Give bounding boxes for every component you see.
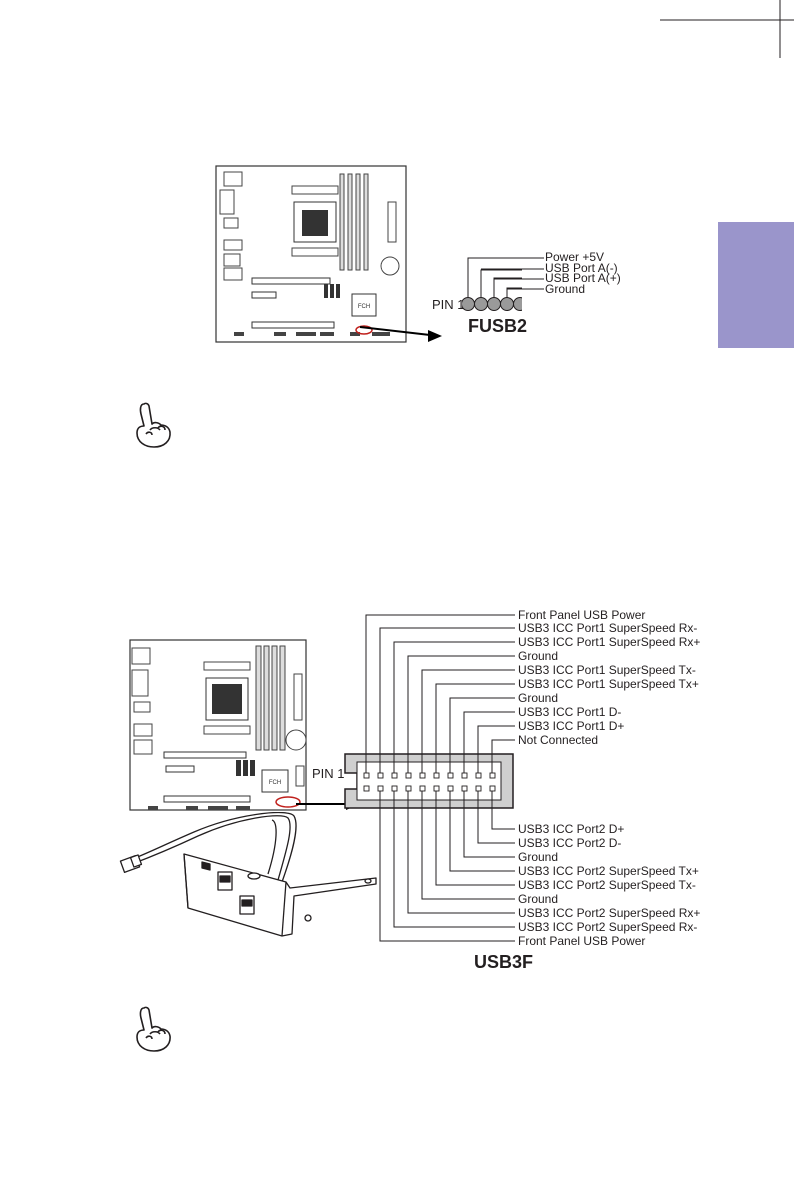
- fusb2-motherboard-diagram: FCH: [215, 165, 407, 343]
- usb3f-bottom-signal-7: USB3 ICC Port2 SuperSpeed Rx-: [518, 920, 698, 934]
- usb3f-bottom-signal-8: Front Panel USB Power: [518, 934, 646, 948]
- usb3f-top-signal-9: Not Connected: [518, 733, 599, 747]
- fusb2-signal-0: Power +5V: [545, 250, 605, 264]
- fusb2-pin-diagram: [462, 257, 522, 311]
- usb-front-panel-bracket-illustration: [119, 812, 377, 937]
- fusb2-leader-lines: [468, 257, 544, 290]
- usb3f-bottom-signal-2: Ground: [518, 850, 559, 864]
- usb3f-pin1-label: PIN 1: [312, 766, 345, 781]
- usb3f-top-signal-2: USB3 ICC Port1 SuperSpeed Rx+: [518, 635, 701, 649]
- fch-chip-label: FCH: [269, 780, 281, 786]
- usb3f-bottom-signal-5: Ground: [518, 892, 559, 906]
- pointing-hand-icon: [136, 402, 171, 448]
- usb3f-top-signal-4: USB3 ICC Port1 SuperSpeed Tx-: [518, 663, 696, 677]
- pointing-hand-icon: [136, 1006, 171, 1052]
- usb3f-top-signal-8: USB3 ICC Port1 D+: [518, 719, 625, 733]
- fusb2-signal-2: USB Port A(+): [545, 271, 621, 285]
- fusb2-title: FUSB2: [468, 316, 528, 336]
- crop-mark: [660, 0, 794, 58]
- fusb2-pin1-label: PIN 1: [432, 297, 465, 312]
- usb3f-motherboard-diagram: FCH: [129, 639, 307, 811]
- fch-chip-label: FCH: [358, 304, 370, 310]
- usb3f-top-signal-5: USB3 ICC Port1 SuperSpeed Tx+: [518, 677, 699, 691]
- chapter-side-tab: [718, 222, 794, 348]
- usb3f-top-signal-7: USB3 ICC Port1 D-: [518, 705, 622, 719]
- usb3f-top-signal-0: Front Panel USB Power: [518, 608, 646, 622]
- fusb2-signal-3: Ground: [545, 282, 586, 296]
- usb3f-bottom-signal-0: USB3 ICC Port2 D+: [518, 822, 625, 836]
- usb3f-title: USB3F: [474, 952, 534, 972]
- fusb2-signal-1: USB Port A(-): [545, 261, 618, 275]
- usb3f-bottom-signal-6: USB3 ICC Port2 SuperSpeed Rx+: [518, 906, 701, 920]
- usb3f-top-signal-3: Ground: [518, 649, 559, 663]
- usb3f-bottom-signal-1: USB3 ICC Port2 D-: [518, 836, 622, 850]
- usb3f-top-signal-6: Ground: [518, 691, 559, 705]
- fusb2-arrow: [360, 326, 442, 342]
- usb3f-top-signal-1: USB3 ICC Port1 SuperSpeed Rx-: [518, 621, 698, 635]
- usb3f-bottom-signal-4: USB3 ICC Port2 SuperSpeed Tx-: [518, 878, 696, 892]
- usb3f-bottom-signal-3: USB3 ICC Port2 SuperSpeed Tx+: [518, 864, 699, 878]
